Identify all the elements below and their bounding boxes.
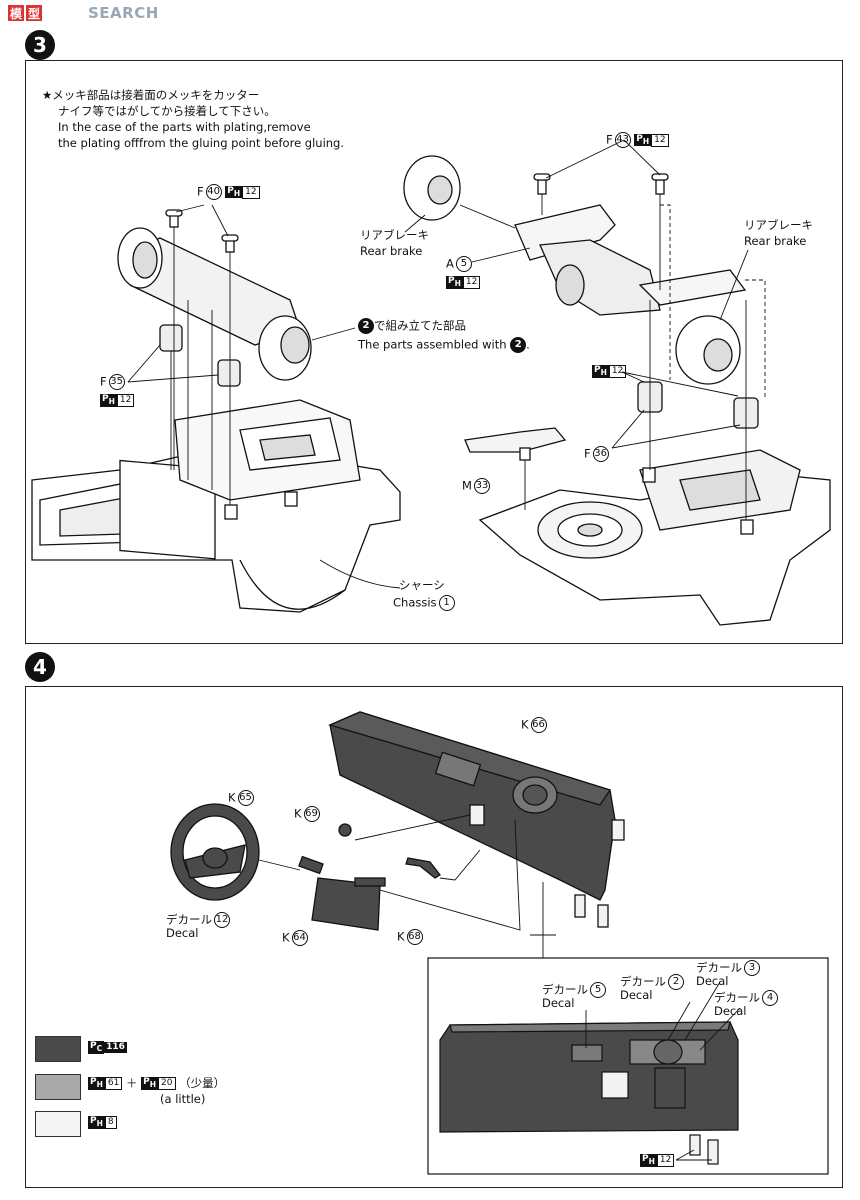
paint-h-icon: PH — [225, 185, 243, 199]
svg-text:型: 型 — [28, 6, 40, 21]
watermark-logo: 模 型 — [8, 2, 82, 24]
step-3-number: 3 — [25, 30, 55, 60]
watermark-text: SEARCH — [88, 4, 159, 22]
paint-h-icon: PH — [634, 133, 652, 147]
decal-12-en: Decal — [166, 926, 199, 940]
plating-note-jp-2: ナイフ等ではがしてから接着して下さい。 — [58, 104, 276, 118]
inset-decal-3-en: Decal — [696, 974, 729, 988]
rear-brake-right-en: Rear brake — [744, 234, 807, 248]
inset-decal-5-en: Decal — [542, 996, 575, 1010]
paint-h-icon: PH — [100, 394, 117, 407]
inset-decal-4-en: Decal — [714, 1004, 747, 1018]
chassis-jp: シャーシ — [399, 578, 445, 592]
plating-note-en-2: the plating offfrom the gluing point bef… — [58, 136, 345, 150]
paint-h-icon: PH — [640, 1154, 657, 1167]
legend-swatch-dark — [35, 1036, 81, 1062]
plating-note-jp-1: ★メッキ部品は接着面のメッキをカッター — [42, 88, 260, 102]
paint-h-icon: PH — [446, 276, 463, 289]
inset-decal-2-en: Decal — [620, 988, 653, 1002]
svg-text:模: 模 — [10, 6, 23, 21]
legend-label-medium-en: (a little) — [160, 1092, 206, 1106]
paint-h-icon: PH — [592, 365, 609, 378]
rear-brake-right-jp: リアブレーキ — [744, 218, 813, 232]
legend-swatch-light — [35, 1111, 81, 1137]
plating-note-en-1: In the case of the parts with plating,re… — [58, 120, 311, 134]
step-4-number: 4 — [25, 652, 55, 682]
rear-brake-left-en: Rear brake — [360, 244, 423, 258]
rear-brake-left-jp: リアブレーキ — [360, 228, 429, 242]
legend-swatch-medium — [35, 1074, 81, 1100]
assembled-note-en: The parts assembled with 2. — [358, 337, 530, 353]
